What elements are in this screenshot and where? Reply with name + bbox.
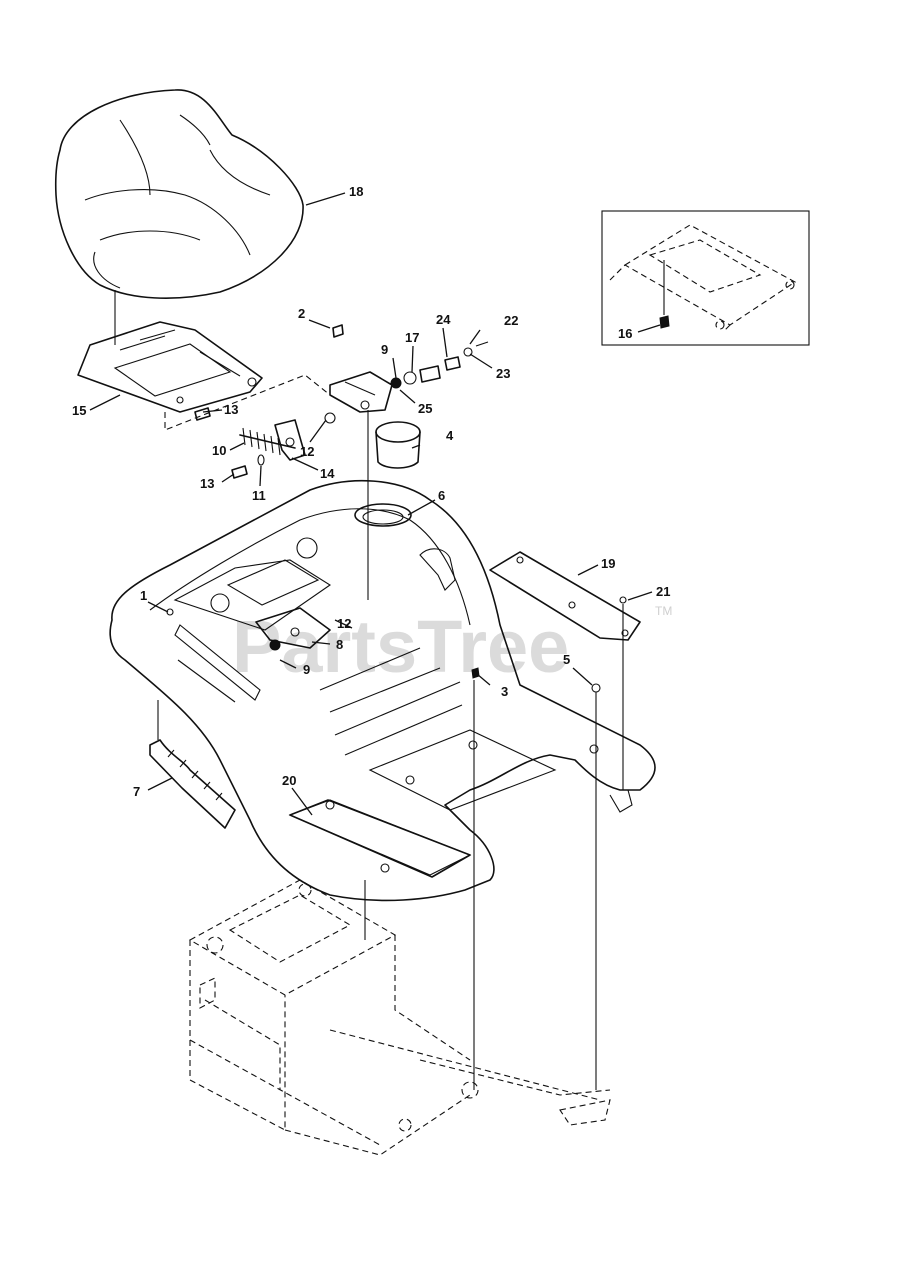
part-bracket-8	[255, 607, 331, 651]
part-strip-7	[149, 739, 236, 829]
part-cup-holder	[375, 421, 421, 469]
seat-latch-hardware	[390, 341, 489, 389]
part-panel-19	[489, 551, 641, 641]
callout-8: 8	[336, 637, 343, 652]
dashed-guide-seat	[164, 374, 331, 431]
callout-22: 22	[504, 313, 518, 328]
watermark-trademark: TM	[655, 604, 672, 618]
callout-10: 10	[212, 443, 226, 458]
part-floor-mat-20	[289, 799, 471, 878]
callout-14: 14	[320, 466, 335, 481]
callout-23: 23	[496, 366, 510, 381]
callout-16: 16	[618, 326, 632, 341]
part-seat-bracket	[329, 371, 393, 413]
watermark-text: PartsTree	[232, 605, 569, 688]
callout-5: 5	[563, 652, 570, 667]
callout-13-lower: 13	[200, 476, 214, 491]
callout-25: 25	[418, 401, 432, 416]
seat-adjust-hardware	[194, 407, 336, 479]
part-frame-dashed	[188, 879, 611, 1156]
callout-24: 24	[436, 312, 451, 327]
callout-20: 20	[282, 773, 296, 788]
part-seat	[54, 89, 304, 299]
part-bolt-2	[332, 324, 344, 338]
part-seat-pan	[77, 321, 263, 413]
callout-6: 6	[438, 488, 445, 503]
callout-7: 7	[133, 784, 140, 799]
callout-11: 11	[252, 488, 266, 503]
callout-13-upper: 13	[224, 402, 238, 417]
part-screw-21	[619, 596, 627, 604]
callout-12-lower: 12	[337, 616, 351, 631]
callout-17: 17	[405, 330, 419, 345]
callout-4: 4	[446, 428, 454, 443]
callout-19: 19	[601, 556, 615, 571]
part-screw-3	[471, 667, 480, 679]
callout-1: 1	[140, 588, 147, 603]
part-fender	[109, 479, 656, 902]
part-screw-5	[591, 683, 601, 693]
callout-12-upper: 12	[300, 444, 314, 459]
callout-3: 3	[501, 684, 508, 699]
callout-labels: 18 15 13 10 13 11 12 14 2 9 17 24 22 23 …	[72, 184, 670, 799]
callout-21: 21	[656, 584, 670, 599]
callout-18: 18	[349, 184, 363, 199]
leader-lines	[89, 192, 661, 816]
callout-9-upper: 9	[381, 342, 388, 357]
callout-2: 2	[298, 306, 305, 321]
callout-9-lower: 9	[303, 662, 310, 677]
callout-15: 15	[72, 403, 86, 418]
inset-box	[601, 210, 810, 346]
